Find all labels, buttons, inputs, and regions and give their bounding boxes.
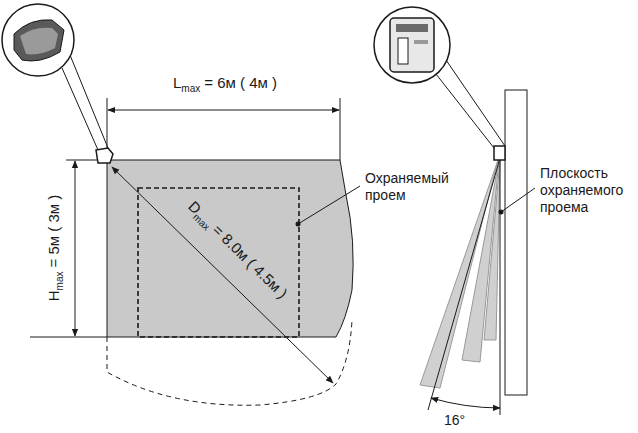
length-dimension	[108, 110, 339, 111]
subscript: max	[54, 271, 65, 290]
callout-circle	[374, 7, 450, 83]
length-label: Lmax = 6м ( 4м )	[173, 74, 277, 98]
angle-arc	[431, 398, 500, 408]
height-dimension	[75, 161, 76, 336]
dimension-value: = 5м ( 3м )	[45, 195, 62, 268]
opening-plane	[500, 158, 501, 415]
height-label: Hmax = 5м ( 3м )	[45, 195, 69, 301]
dimension-value: = 6м ( 4м )	[204, 74, 277, 91]
symbol: L	[173, 74, 181, 91]
callout-circle	[2, 4, 74, 76]
symbol: H	[45, 290, 62, 301]
diagonal-dimension	[112, 167, 333, 383]
plane-label: Плоскость охраняемого проема	[540, 165, 638, 216]
zone-extension	[107, 320, 352, 405]
wall	[505, 90, 527, 395]
sensor	[494, 146, 505, 160]
opening-label: Охраняемый проем	[365, 170, 480, 204]
guarded-opening	[138, 188, 299, 337]
angle-label: 16°	[444, 412, 484, 429]
subscript: max	[181, 83, 200, 94]
detection-zone	[107, 160, 353, 337]
sensor	[96, 148, 113, 163]
